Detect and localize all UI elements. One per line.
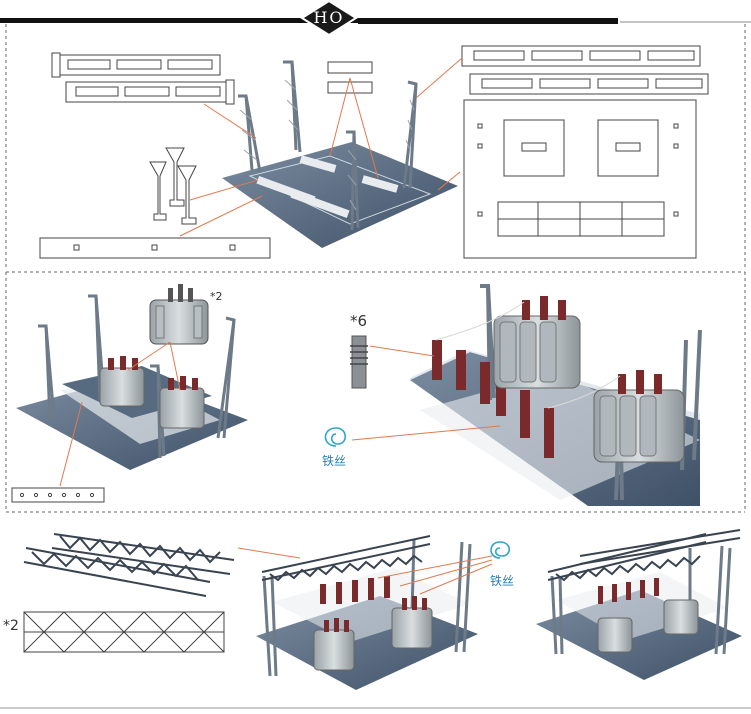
transformer-step3-1: [313, 618, 355, 671]
transformer-placed-1: [99, 356, 145, 407]
flat-part-small-plates: [327, 61, 373, 94]
assembly-step-3-left: [256, 535, 478, 690]
wire-label-step-3: 铁丝: [490, 574, 515, 588]
assembly-step-2-detail: [410, 284, 702, 506]
leader-lines-step-3: [237, 547, 493, 595]
scale-badge-diamond: [300, 0, 358, 36]
section-dividers: [5, 24, 746, 513]
transformer-step3-2: [391, 596, 433, 649]
assembly-step-2-left: [16, 294, 248, 470]
header-bar: [0, 18, 751, 24]
transformer-part: [149, 284, 209, 345]
flat-part-brackets: [149, 147, 197, 225]
transformer-quantity: *2: [210, 290, 223, 303]
flat-part-ladder-2: [461, 45, 709, 95]
truss-part-flat: [23, 611, 225, 653]
flat-part-ladder-1: [51, 52, 235, 105]
transformer-detail-1: [493, 296, 581, 389]
truss-quantity: *2: [3, 618, 19, 634]
insulator-placed-row: [432, 340, 554, 458]
insulator-part: [350, 335, 368, 389]
leader-lines-step-2: [59, 341, 501, 487]
wire-label-step-2: 铁丝: [322, 454, 347, 468]
flat-part-long-strip: [39, 237, 271, 259]
truss-part-3d: [23, 533, 235, 597]
assembly-step-1: [222, 60, 458, 248]
leader-lines-step-1: [179, 57, 463, 237]
mounting-strip-part: [11, 487, 105, 503]
wire-spool-icon-2: [490, 541, 511, 559]
wire-spool-icon: [324, 427, 347, 447]
flat-part-base-plate: [463, 99, 697, 259]
insulator-quantity: *6: [350, 312, 368, 330]
transformer-detail-2: [593, 370, 685, 463]
assembly-step-3-final: [536, 529, 742, 680]
scale-badge-label: HO: [313, 8, 345, 27]
transformer-placed-2: [159, 376, 205, 429]
